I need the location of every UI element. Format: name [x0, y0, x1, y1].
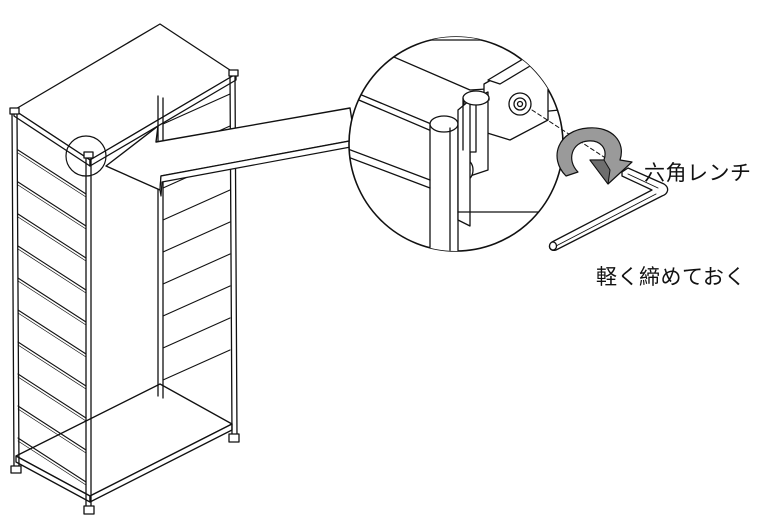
- vertical-post: [429, 115, 459, 251]
- left-side-frame: [10, 111, 95, 515]
- tighten-lightly-label: 軽く締めておく: [596, 265, 746, 289]
- rotate-clockwise-icon: [556, 127, 633, 185]
- hex-wrench-label: 六角レンチ: [644, 161, 752, 185]
- shelf-unit: [9, 23, 240, 515]
- detail-marker-circle: [65, 135, 107, 177]
- detail-zoom: [348, 36, 564, 252]
- hex-bolt: [508, 92, 532, 116]
- hex-wrench-icon: [548, 167, 669, 252]
